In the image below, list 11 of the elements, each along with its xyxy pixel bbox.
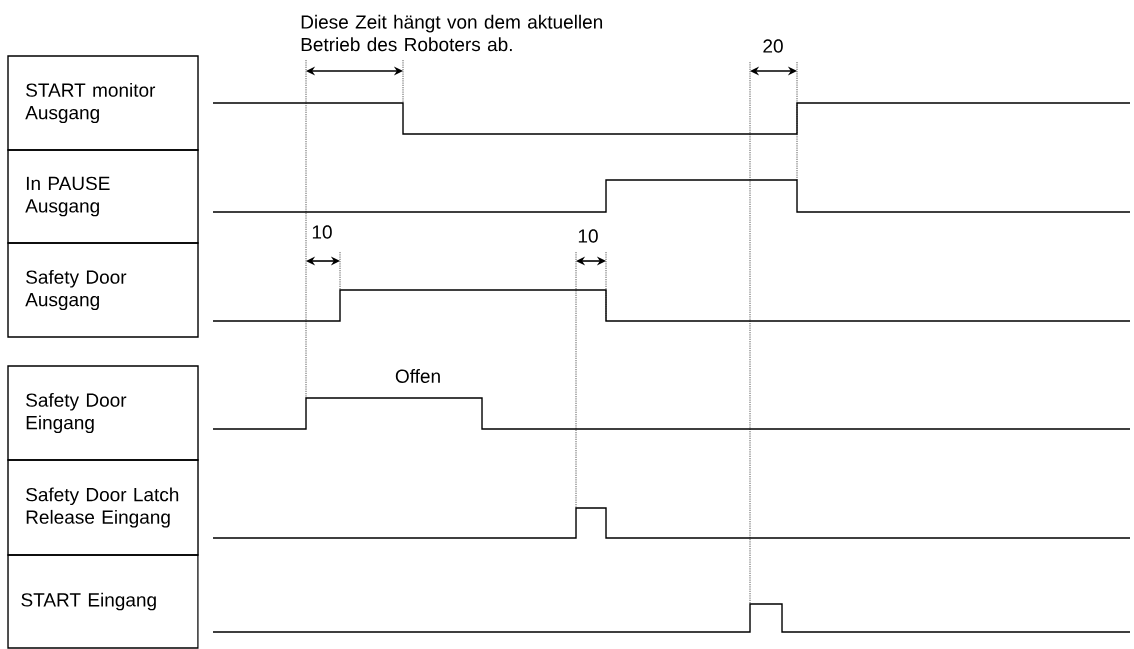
dimension-value: 10 [312, 225, 332, 239]
signal-label-box: START monitor Ausgang [7, 55, 199, 151]
signal-label-box: Safety Door Ausgang [7, 242, 199, 338]
signal-label-box: Safety Door Eingang [7, 365, 199, 461]
dimension-value: 20 [763, 39, 783, 53]
signal-label-box: In PAUSE Ausgang [7, 149, 199, 244]
dimension-value: 10 [578, 229, 598, 243]
annotation-text: Diese Zeit hängt von dem aktuellen Betrieb des Roboters ab. [301, 14, 602, 52]
signal-label-box: START Eingang [7, 554, 199, 649]
signal-label-box: Safety Door Latch Release Eingang [7, 459, 199, 556]
state-label: Offen [395, 369, 440, 383]
